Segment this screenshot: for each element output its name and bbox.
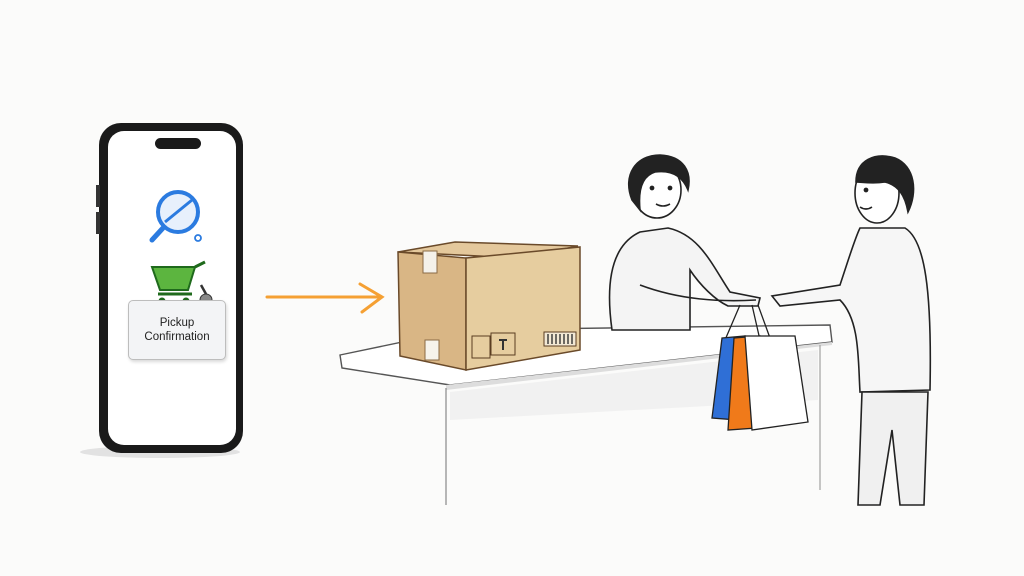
shopping-bags	[711, 304, 809, 431]
customer	[770, 155, 932, 506]
store-clerk	[608, 154, 761, 331]
search-icon	[149, 190, 202, 243]
package-box	[397, 241, 581, 371]
label-line-1: Pickup	[159, 317, 195, 329]
pickup-confirmation-label: Pickup Confirmation	[128, 300, 226, 360]
label-line-2: Confirmation	[144, 331, 210, 343]
arrow-icon	[265, 282, 385, 314]
